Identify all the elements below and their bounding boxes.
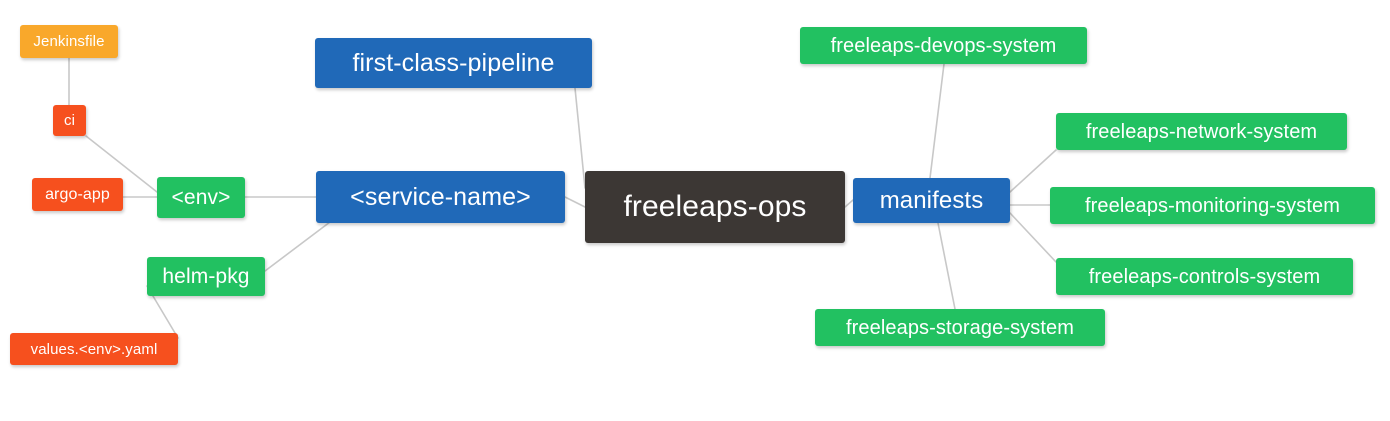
node-label-argoapp: argo-app (45, 185, 110, 203)
mindmap-node-network[interactable]: freeleaps-network-system (1056, 113, 1347, 150)
edge-manifests-to-devops (929, 63, 945, 179)
edge-manifests-to-network (1009, 149, 1057, 193)
node-label-service: <service-name> (350, 182, 531, 211)
mindmap-node-devops[interactable]: freeleaps-devops-system (800, 27, 1087, 64)
edge-service-to-helm (264, 221, 331, 272)
edge-root-to-manifests (844, 199, 854, 208)
mindmap-node-service[interactable]: <service-name> (316, 171, 565, 223)
node-label-devops: freeleaps-devops-system (830, 34, 1057, 57)
mindmap-node-controls[interactable]: freeleaps-controls-system (1056, 258, 1353, 295)
mindmap-node-jenkinsfile[interactable]: Jenkinsfile (20, 25, 118, 58)
mindmap-node-storage[interactable]: freeleaps-storage-system (815, 309, 1105, 346)
node-label-storage: freeleaps-storage-system (845, 316, 1075, 339)
node-label-env: <env> (171, 186, 231, 209)
mindmap-node-values[interactable]: values.<env>.yaml (10, 333, 178, 365)
mindmap-node-pipeline[interactable]: first-class-pipeline (315, 38, 592, 88)
mindmap-node-root[interactable]: freeleaps-ops (585, 171, 845, 243)
node-label-values: values.<env>.yaml (30, 340, 158, 358)
node-label-ci: ci (63, 112, 76, 129)
node-label-network: freeleaps-network-system (1085, 120, 1318, 143)
mindmap-node-manifests[interactable]: manifests (853, 178, 1010, 223)
mindmap-node-argoapp[interactable]: argo-app (32, 178, 123, 211)
edge-root-to-service (564, 196, 586, 208)
mindmap-node-helm[interactable]: helm-pkg (147, 257, 265, 296)
mindmap-node-monitoring[interactable]: freeleaps-monitoring-system (1050, 187, 1375, 224)
node-label-pipeline: first-class-pipeline (352, 48, 555, 77)
edge-manifests-to-storage (937, 222, 956, 310)
node-label-controls: freeleaps-controls-system (1088, 265, 1321, 288)
node-label-jenkinsfile: Jenkinsfile (33, 33, 105, 50)
node-label-monitoring: freeleaps-monitoring-system (1084, 194, 1340, 217)
node-label-root: freeleaps-ops (623, 190, 807, 223)
node-label-manifests: manifests (879, 186, 984, 214)
node-label-helm: helm-pkg (162, 265, 250, 288)
edge-root-to-pipeline (574, 87, 586, 189)
mindmap-node-ci[interactable]: ci (53, 105, 86, 136)
mindmap-node-env[interactable]: <env> (157, 177, 245, 218)
